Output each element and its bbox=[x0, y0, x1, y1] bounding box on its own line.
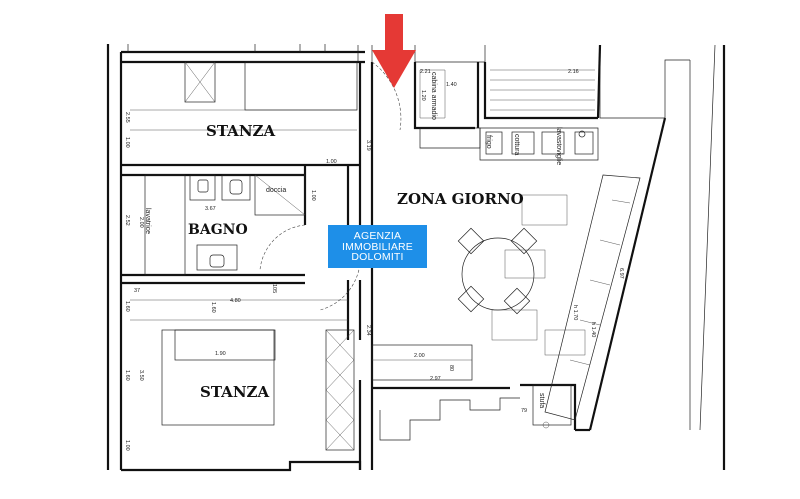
watermark-line-2: IMMOBILIARE bbox=[341, 240, 414, 253]
dim-3-67: 3.67 bbox=[205, 206, 216, 212]
chair-2 bbox=[510, 227, 538, 255]
stanza-bottom-furniture bbox=[130, 299, 355, 451]
note-frigo: frigo bbox=[485, 135, 492, 149]
dim-4-80: 4.80 bbox=[230, 298, 241, 304]
note-cottura: cottura bbox=[513, 134, 520, 156]
note-stufa: stufa bbox=[538, 393, 545, 408]
chair-1 bbox=[457, 227, 485, 255]
dim-2-00a: 2.00 bbox=[138, 217, 144, 228]
chair-3 bbox=[457, 285, 485, 313]
dim-1-00c: 1.00 bbox=[310, 190, 316, 201]
note-cabina-armadio: cabina armadio bbox=[430, 72, 437, 120]
note-doccia: doccia bbox=[266, 187, 286, 194]
dim-h-1-40: h 1.40 bbox=[590, 322, 596, 337]
dim-6-97: 6.97 bbox=[618, 268, 624, 279]
dim-1-90: 1.90 bbox=[215, 351, 226, 357]
dim-1-00b: 1.00 bbox=[326, 159, 337, 165]
dim-80: 80 bbox=[448, 365, 454, 371]
dim-2-97: 2.97 bbox=[430, 376, 441, 382]
dim-2-34: 2.34 bbox=[365, 325, 371, 336]
dim-2-00b: 2.00 bbox=[414, 353, 425, 359]
watermark-line-3: DOLOMITI bbox=[351, 251, 404, 263]
dim-1-00a: 1.00 bbox=[124, 137, 130, 148]
dim-h-1-70: h 1.70 bbox=[572, 305, 578, 320]
chair-4 bbox=[503, 287, 531, 315]
dim-3-19: 3.19 bbox=[365, 140, 371, 151]
watermark-badge: AGENZIA IMMOBILIARE DOLOMITI bbox=[328, 225, 427, 268]
dimension-labels: 2.21 1.40 1.20 2.16 2.55 1.00 3.19 1.00 … bbox=[124, 69, 624, 451]
dim-1-00d: 1.00 bbox=[124, 440, 130, 451]
room-label-stanza-top: STANZA bbox=[206, 122, 275, 140]
dim-3-50: 3.50 bbox=[138, 370, 144, 381]
outer-walls bbox=[106, 44, 726, 472]
living-area bbox=[319, 61, 641, 429]
dim-1-40: 1.40 bbox=[446, 82, 457, 88]
dim-2-16: 2.16 bbox=[568, 69, 579, 75]
bagno-fixtures bbox=[144, 174, 306, 276]
room-label-stanza-bottom: STANZA bbox=[200, 383, 269, 401]
dim-2-52: 2.52 bbox=[124, 215, 130, 226]
dim-1-60b: 1.60 bbox=[124, 370, 130, 381]
stanza-top-furniture bbox=[130, 61, 358, 131]
dim-1-20: 1.20 bbox=[420, 90, 426, 101]
red-arrow-down-icon bbox=[372, 14, 416, 88]
dim-79: 79 bbox=[521, 408, 527, 414]
dim-2-55: 2.55 bbox=[124, 112, 130, 123]
watermark-line-1: AGENZIA bbox=[353, 230, 402, 242]
room-label-bagno: BAGNO bbox=[188, 222, 248, 238]
dim-105: 105 bbox=[271, 284, 277, 293]
dim-37: 37 bbox=[134, 288, 140, 294]
dim-1-60-top: 1.60 bbox=[210, 302, 216, 313]
dim-2-21: 2.21 bbox=[420, 69, 431, 75]
room-label-zona-giorno: ZONA GIORNO bbox=[397, 190, 524, 208]
dim-1-60a: 1.60 bbox=[124, 301, 130, 312]
note-lavatrice: lavatrice bbox=[144, 208, 151, 234]
note-lavastoviglie: lavastoviglie bbox=[555, 127, 562, 165]
